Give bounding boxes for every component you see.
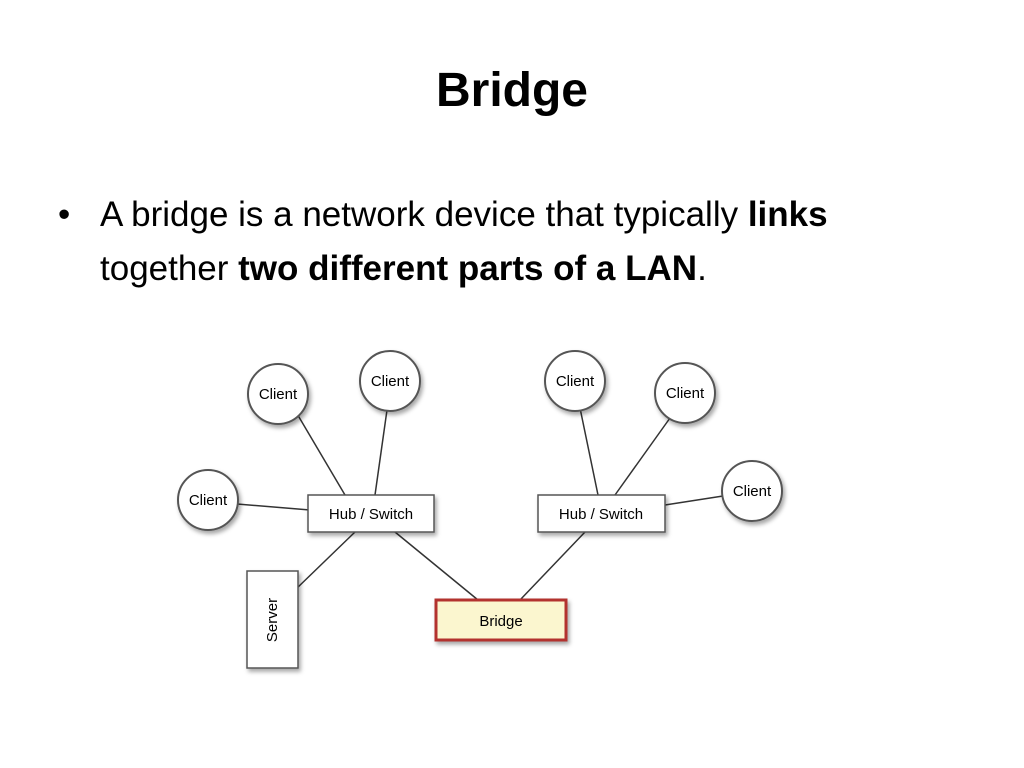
link-client-left3-hub-left	[236, 503, 311, 511]
slide-title: Bridge	[435, 64, 588, 117]
client-label: Client	[371, 373, 410, 390]
link-hub-left-bridge	[394, 531, 479, 601]
link-client-left2-hub-left	[374, 409, 388, 496]
bullet-point: • A bridge is a network device that typi…	[58, 188, 958, 296]
bullet-text-parts: two different parts of a LAN	[238, 249, 698, 288]
bullet-text: A bridge is a network device that typica…	[100, 188, 958, 296]
client-node-right-3: Client	[721, 460, 783, 522]
bullet-marker: •	[58, 195, 71, 234]
client-node-left-3: Client	[177, 469, 239, 531]
client-node-left-1: Client	[247, 363, 309, 425]
link-hub-left-server	[294, 531, 356, 591]
client-node-right-1: Client	[544, 350, 606, 412]
bullet-text-part1: A bridge is a network device that typica…	[100, 195, 748, 234]
link-client-right2-hub-right	[614, 417, 671, 496]
link-hub-right-bridge	[519, 531, 586, 601]
server-label: Server	[264, 598, 281, 642]
hub-switch-right: Hub / Switch	[537, 494, 666, 533]
link-client-left1-hub-left	[295, 411, 346, 496]
bullet-text-part2: together	[100, 249, 239, 288]
client-node-left-2: Client	[359, 350, 421, 412]
bullet-text-part3: .	[697, 249, 707, 288]
server-node: Server	[246, 570, 299, 669]
client-node-right-2: Client	[654, 362, 716, 424]
bridge-node: Bridge	[434, 598, 568, 642]
link-client-right1-hub-right	[579, 407, 599, 496]
link-client-right3-hub-right	[664, 495, 724, 506]
bridge-label: Bridge	[479, 613, 522, 630]
client-label: Client	[556, 373, 595, 390]
hub-switch-label: Hub / Switch	[559, 506, 643, 523]
hub-switch-left: Hub / Switch	[307, 494, 435, 533]
client-label: Client	[666, 385, 705, 402]
connection-lines	[236, 407, 724, 601]
hub-switch-label: Hub / Switch	[329, 506, 413, 523]
bullet-text-links: links	[747, 195, 828, 234]
client-label: Client	[189, 492, 228, 509]
client-label: Client	[733, 483, 772, 500]
client-label: Client	[259, 386, 298, 403]
